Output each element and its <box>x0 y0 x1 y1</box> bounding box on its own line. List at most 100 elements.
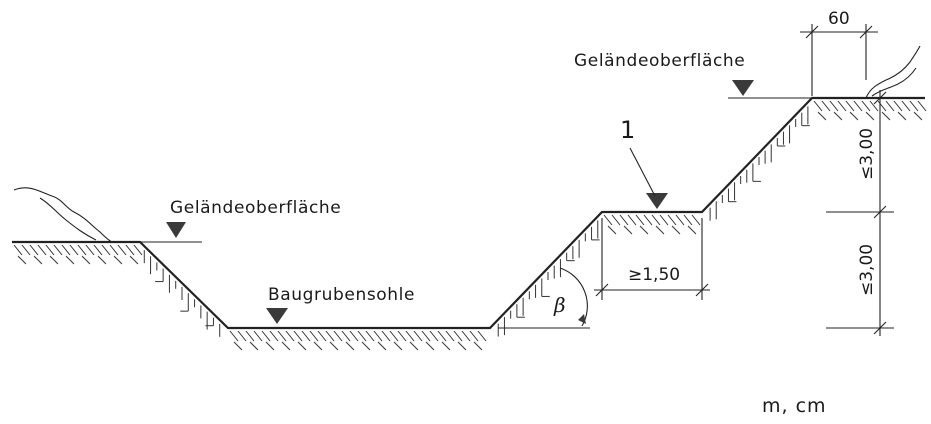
hatch-stroke <box>469 330 479 342</box>
label-surface-left: Geländeoberfläche <box>170 198 341 218</box>
hatch-stroke <box>61 244 71 256</box>
angle-arc <box>559 267 588 327</box>
hatch-stroke <box>619 214 629 226</box>
hatch-stroke <box>627 214 637 226</box>
hatch-stroke <box>829 100 839 112</box>
hatch-stroke <box>349 330 359 342</box>
hatch-stroke <box>603 214 613 226</box>
hatch-stroke <box>659 214 669 226</box>
hatch-stroke <box>389 330 399 342</box>
hatch-stroke <box>457 341 467 351</box>
hatch-stroke <box>345 341 355 351</box>
hatch-stroke <box>671 225 681 235</box>
hatch-stroke <box>269 330 279 342</box>
hatch-stroke <box>85 244 95 256</box>
hatch-stroke <box>249 341 259 351</box>
hatch-stroke <box>881 111 891 121</box>
hatch-stroke <box>893 100 903 112</box>
hatch-stroke <box>437 330 447 342</box>
hatch-stroke <box>361 341 371 351</box>
hatch-stroke <box>133 244 143 256</box>
hatch-stroke <box>429 330 439 342</box>
hatch-stroke <box>301 330 311 342</box>
hatch-stroke <box>97 255 107 265</box>
hatch-stroke <box>425 341 435 351</box>
soil-hatching <box>13 100 927 351</box>
hatch-stroke <box>261 330 271 342</box>
hatch-stroke <box>837 100 847 112</box>
hatch-stroke <box>477 330 487 342</box>
dim-label-berm-width: ≥1,50 <box>628 265 680 285</box>
hatch-stroke <box>297 341 307 351</box>
hatch-stroke <box>607 225 617 235</box>
hatch-stroke <box>33 255 43 265</box>
hatch-stroke <box>473 341 483 351</box>
hatch-stroke <box>849 111 859 121</box>
hatch-stroke <box>65 255 75 265</box>
hatch-stroke <box>325 330 335 342</box>
hatch-stroke <box>667 214 677 226</box>
hatch-stroke <box>405 330 415 342</box>
hatch-stroke <box>281 341 291 351</box>
hatch-stroke <box>441 341 451 351</box>
hatch-stroke <box>333 330 343 342</box>
level-marker-right <box>732 80 754 96</box>
level-marker-left <box>166 222 186 238</box>
hatch-stroke <box>285 330 295 342</box>
hatch-stroke <box>393 341 403 351</box>
hatch-stroke <box>913 111 923 121</box>
hatch-stroke <box>293 330 303 342</box>
hatch-stroke <box>229 330 239 342</box>
hatch-stroke <box>277 330 287 342</box>
hatch-stroke <box>45 244 55 256</box>
hatch-stroke <box>49 255 59 265</box>
hatch-stroke <box>421 330 431 342</box>
hatch-stroke <box>623 225 633 235</box>
hatch-stroke <box>833 111 843 121</box>
hatch-stroke <box>683 214 693 226</box>
hatch-stroke <box>655 225 665 235</box>
berm-leader-line <box>629 147 656 197</box>
hatch-stroke <box>861 100 871 112</box>
level-marker-bottom <box>266 308 288 324</box>
hatch-stroke <box>373 330 383 342</box>
hatch-stroke <box>129 255 139 265</box>
label-surface-right: Geländeoberfläche <box>574 51 745 71</box>
hatch-stroke <box>245 330 255 342</box>
hatch-stroke <box>313 341 323 351</box>
hatch-stroke <box>909 100 919 112</box>
dim-label-lower-height: ≤3,00 <box>857 244 877 296</box>
hatch-stroke <box>445 330 455 342</box>
hatch-stroke <box>17 255 27 265</box>
hatch-stroke <box>675 214 685 226</box>
hatch-stroke <box>639 225 649 235</box>
dim-berm-width <box>594 218 710 300</box>
soil-mound-right-inner <box>871 67 917 97</box>
hatch-stroke <box>81 255 91 265</box>
hatch-stroke <box>885 100 895 112</box>
hatch-stroke <box>845 100 855 112</box>
hatch-stroke <box>901 100 911 112</box>
hatch-stroke <box>865 111 875 121</box>
units-label: m, cm <box>762 395 827 417</box>
soil-mound-left-inner <box>39 197 97 241</box>
hatch-stroke <box>453 330 463 342</box>
hatch-stroke <box>69 244 79 256</box>
hatch-stroke <box>317 330 327 342</box>
hatch-stroke <box>877 100 887 112</box>
dim-label-top-edge: 60 <box>828 9 850 29</box>
hatch-stroke <box>377 341 387 351</box>
hatch-stroke <box>643 214 653 226</box>
hatch-stroke <box>897 111 907 121</box>
hatch-stroke <box>265 341 275 351</box>
hatch-stroke <box>397 330 407 342</box>
level-marker-berm <box>646 193 668 209</box>
hatch-stroke <box>125 244 135 256</box>
label-pit-bottom: Baugrubensohle <box>268 285 415 305</box>
hatch-stroke <box>687 225 697 235</box>
hatch-stroke <box>821 100 831 112</box>
hatch-stroke <box>357 330 367 342</box>
label-angle-beta: β <box>553 293 566 317</box>
hatch-stroke <box>329 341 339 351</box>
